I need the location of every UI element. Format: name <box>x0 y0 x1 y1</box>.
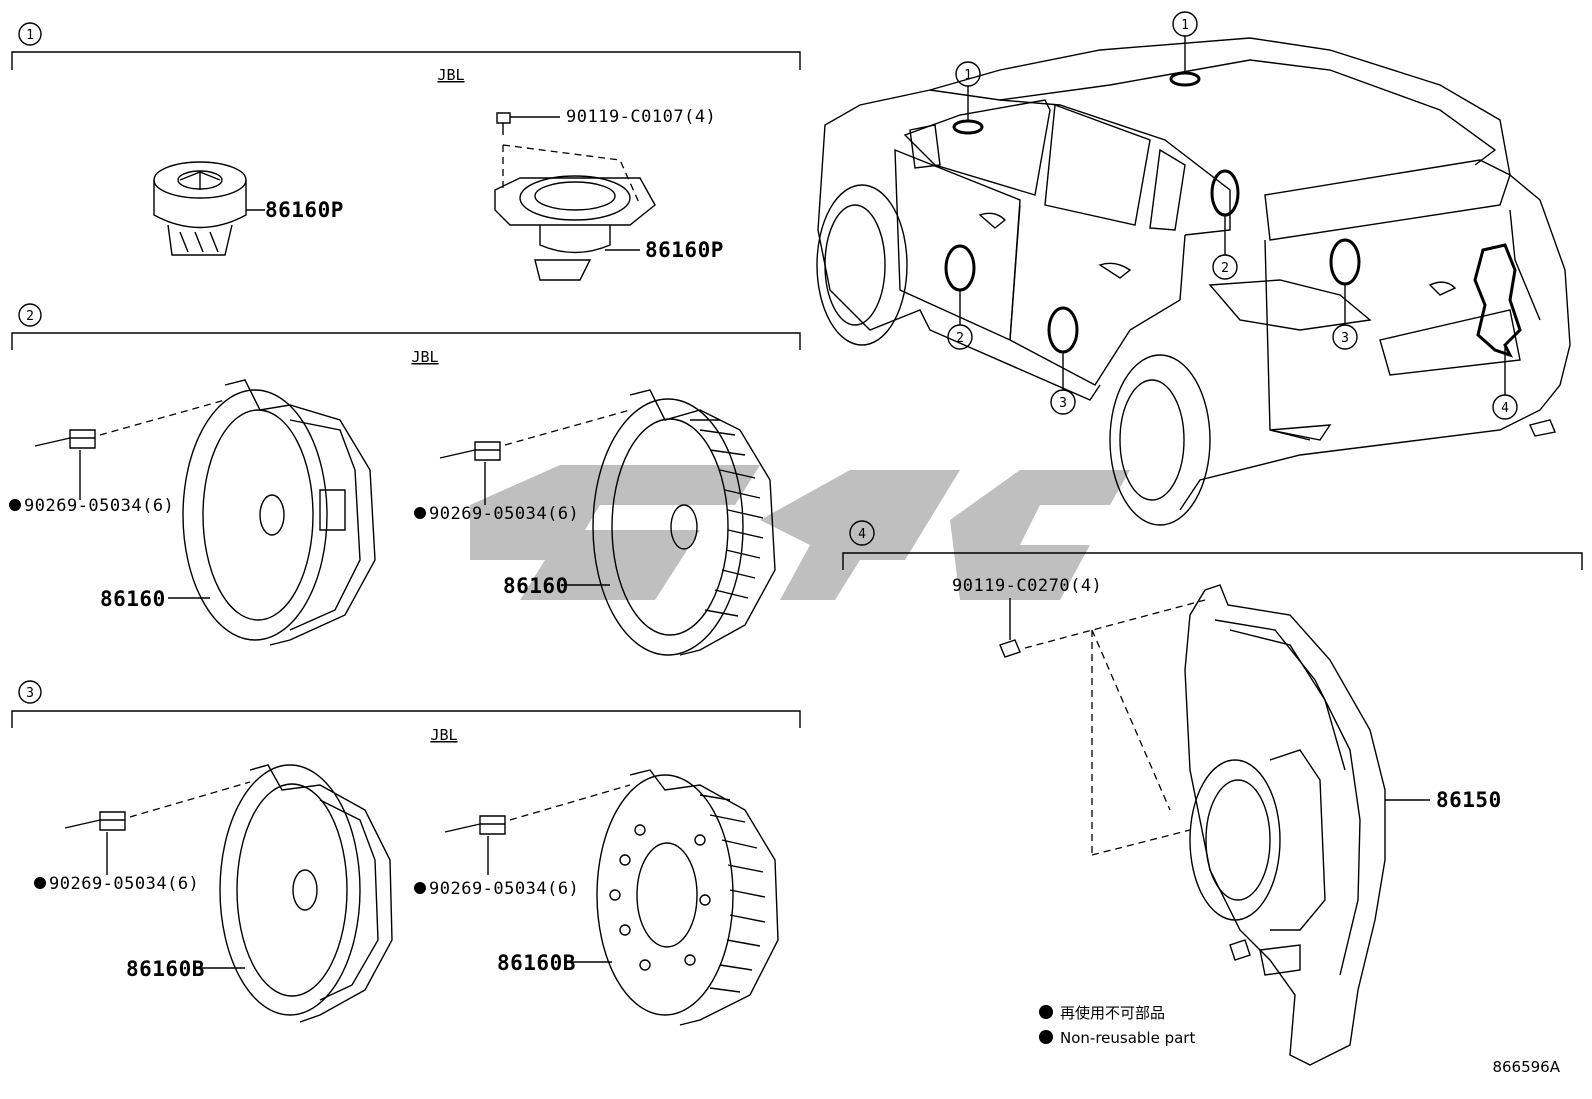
front-door-speaker-location <box>944 244 976 292</box>
non-reusable-dot-icon <box>1039 1005 1053 1019</box>
tweeter-a-part-number: 86160P <box>265 198 344 222</box>
section-3-marker <box>18 680 42 704</box>
front-speaker-b-part-number: 86160 <box>503 574 569 598</box>
non-reusable-dot-icon <box>414 507 426 519</box>
front-speaker-a-drawing <box>34 379 376 646</box>
mirror-speaker-location <box>952 119 984 135</box>
rear-speaker-b-part-number: 86160B <box>497 951 576 975</box>
tweeter-a-drawing <box>153 161 265 256</box>
section-4: 4 90119-C0270(4) 86150 <box>842 520 1583 1066</box>
mirror-callout-marker <box>955 61 981 87</box>
section-2: 2 JBL 90269-05034(6) 86160 <box>9 303 801 656</box>
front-speaker-b-drawing <box>439 389 776 656</box>
vehicle-drawing: 1 1 2 2 3 3 4 <box>816 11 1571 526</box>
section-3: 3 JBL 90269-05034(6) 86160B <box>11 680 801 1026</box>
mirror-callout-label: 1 <box>964 68 972 83</box>
rear-door-window-speaker-location <box>1210 169 1240 217</box>
non-reusable-dot-icon <box>34 877 46 889</box>
tailgate-callout-marker <box>1492 394 1518 420</box>
front-speaker-a-part-number: 86160 <box>100 587 166 611</box>
rear-door-callout-label: 3 <box>1059 396 1067 411</box>
subwoofer-screw-part-number: 90119-C0270(4) <box>952 576 1102 596</box>
section-2-brand: JBL <box>411 348 438 366</box>
front-door-callout-label: 2 <box>956 331 964 346</box>
tweeter-b-part-number: 86160P <box>645 238 724 262</box>
tailgate-window-callout-marker <box>1332 324 1358 350</box>
watermark-logo <box>470 465 1130 600</box>
tailgate-callout-label: 4 <box>1501 401 1509 416</box>
section-3-bracket <box>11 710 801 728</box>
rear-rivet-a-part-number: 90269-05034(6) <box>49 874 199 894</box>
subwoofer-part-number: 86150 <box>1436 788 1502 812</box>
front-door-callout-marker <box>947 324 973 350</box>
section-4-marker <box>849 520 875 546</box>
rear-door-window-callout-marker <box>1212 254 1238 280</box>
section-4-bracket <box>842 552 1583 570</box>
section-2-number: 2 <box>26 309 34 324</box>
legend: 再使用不可部品 Non-reusable part <box>1039 1004 1195 1047</box>
section-1-marker <box>18 22 42 46</box>
section-3-number: 3 <box>26 686 34 701</box>
rear-door-speaker-location <box>1047 306 1079 354</box>
rear-speaker-b-drawing <box>444 769 779 1026</box>
subwoofer-location <box>1473 243 1522 358</box>
rear-door-window-callout-label: 2 <box>1221 261 1229 276</box>
diagram-id: 866596A <box>1492 1058 1560 1076</box>
section-3-brand: JBL <box>430 726 457 744</box>
rear-speaker-a-drawing <box>64 764 393 1023</box>
section-1-number: 1 <box>26 28 34 43</box>
front-rivet-a-part-number: 90269-05034(6) <box>24 496 174 516</box>
tweeter-screw-part-number: 90119-C0107(4) <box>566 107 716 127</box>
legend-english: Non-reusable part <box>1060 1029 1195 1047</box>
rear-speaker-a-part-number: 86160B <box>126 957 205 981</box>
roof-callout-label: 1 <box>1181 18 1189 33</box>
non-reusable-dot-icon <box>414 882 426 894</box>
roof-speaker-location <box>1169 71 1201 87</box>
legend-japanese: 再使用不可部品 <box>1060 1004 1165 1022</box>
section-1-bracket <box>11 51 801 70</box>
tweeter-b-drawing <box>494 112 656 281</box>
rear-door-callout-marker <box>1050 389 1076 415</box>
tailgate-window-callout-label: 3 <box>1341 331 1349 346</box>
front-rivet-b-part-number: 90269-05034(6) <box>429 504 579 524</box>
subwoofer-drawing <box>999 584 1430 1066</box>
section-1-brand: JBL <box>437 66 464 84</box>
rear-rivet-b-part-number: 90269-05034(6) <box>429 879 579 899</box>
section-1: 1 JBL 86160P 90119-C0107(4) <box>11 22 801 281</box>
roof-callout-marker <box>1172 11 1198 37</box>
section-2-bracket <box>11 332 801 350</box>
tailgate-window-speaker-location <box>1329 238 1361 286</box>
non-reusable-dot-icon <box>1039 1030 1053 1044</box>
non-reusable-dot-icon <box>9 499 21 511</box>
section-2-marker <box>18 303 42 327</box>
section-4-number: 4 <box>858 527 866 542</box>
